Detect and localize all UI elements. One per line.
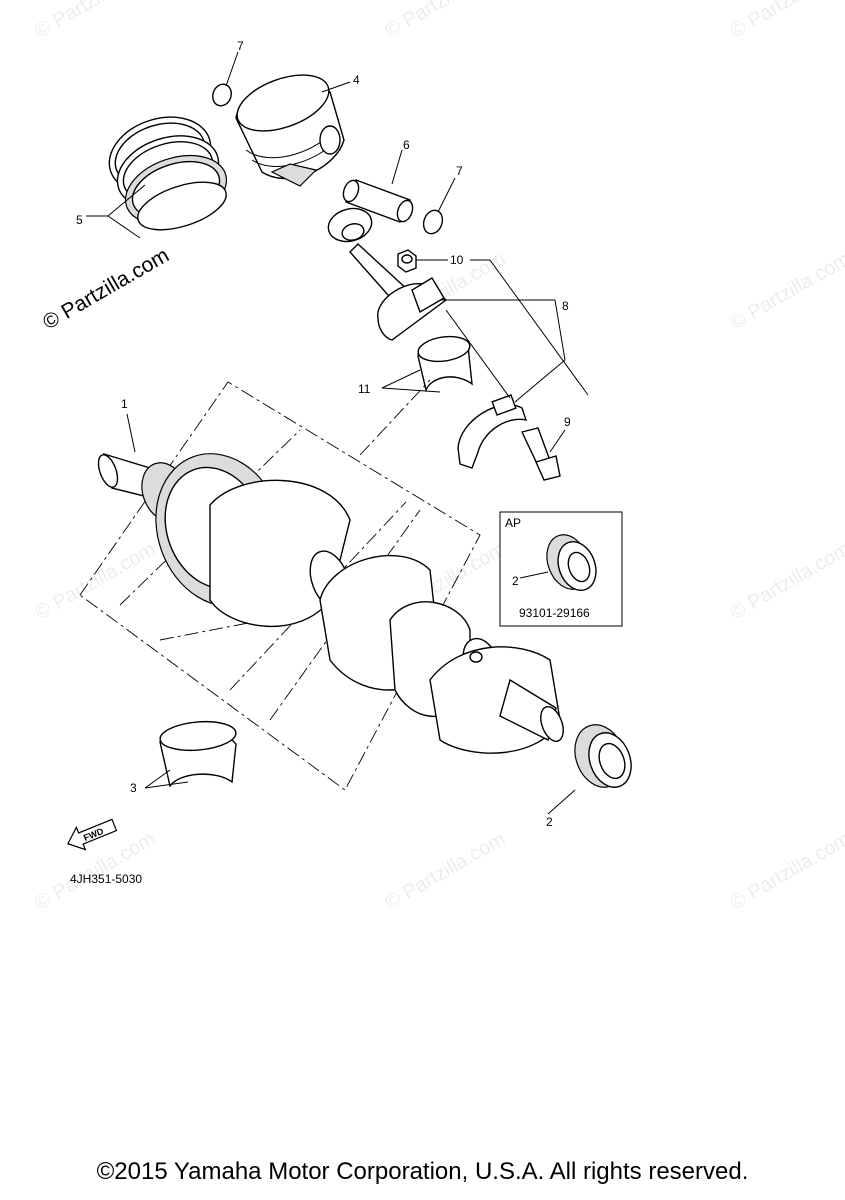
callout-2: 2 xyxy=(546,815,553,829)
oil-seal xyxy=(574,724,632,788)
inset-part-number: 93101-29166 xyxy=(519,606,590,620)
watermark-faint: © Partzilla.com xyxy=(382,0,510,42)
watermark-faint: © Partzilla.com xyxy=(727,0,845,42)
diagram-code: 4JH351-5030 xyxy=(70,872,142,886)
watermark-faint: © Partzilla.com xyxy=(382,828,510,914)
callout-3: 3 xyxy=(130,781,137,795)
connecting-rod-bolt xyxy=(521,427,561,481)
callout-5: 5 xyxy=(76,213,83,227)
callout-9: 9 xyxy=(564,415,571,429)
connecting-rod-cap xyxy=(457,394,528,469)
callout-10: 10 xyxy=(450,253,464,267)
inset-box: AP 2 93101-29166 xyxy=(499,511,623,627)
watermark-faint: © Partzilla.com xyxy=(32,538,160,624)
circlip-lower xyxy=(422,209,444,235)
callout-8: 8 xyxy=(562,299,569,313)
callout-1: 1 xyxy=(121,397,128,411)
connecting-rod xyxy=(327,207,448,341)
copyright-notice: ©2015 Yamaha Motor Corporation, U.S.A. A… xyxy=(96,1158,749,1185)
watermark-faint: © Partzilla.com xyxy=(727,828,845,914)
callout-7b: 7 xyxy=(456,164,463,178)
watermark-main: © Partzilla.com xyxy=(39,244,173,335)
rod-bearing-upper xyxy=(417,335,473,393)
circlip-upper xyxy=(212,83,232,107)
callout-6: 6 xyxy=(403,138,410,152)
main-bearing xyxy=(159,720,237,788)
callout-11: 11 xyxy=(358,382,371,396)
watermark-faint: © Partzilla.com xyxy=(727,538,845,624)
connecting-rod-nut xyxy=(397,249,417,273)
piston xyxy=(235,74,345,187)
piston-pin xyxy=(342,179,414,223)
piston-rings xyxy=(108,116,228,231)
watermark-faint: © Partzilla.com xyxy=(32,0,160,42)
inset-title: AP xyxy=(505,516,521,530)
inset-callout-2: 2 xyxy=(512,574,519,588)
watermark-faint: © Partzilla.com xyxy=(727,248,845,334)
callout-7a: 7 xyxy=(237,39,244,53)
crankshaft xyxy=(97,452,564,754)
callout-4: 4 xyxy=(353,73,360,87)
